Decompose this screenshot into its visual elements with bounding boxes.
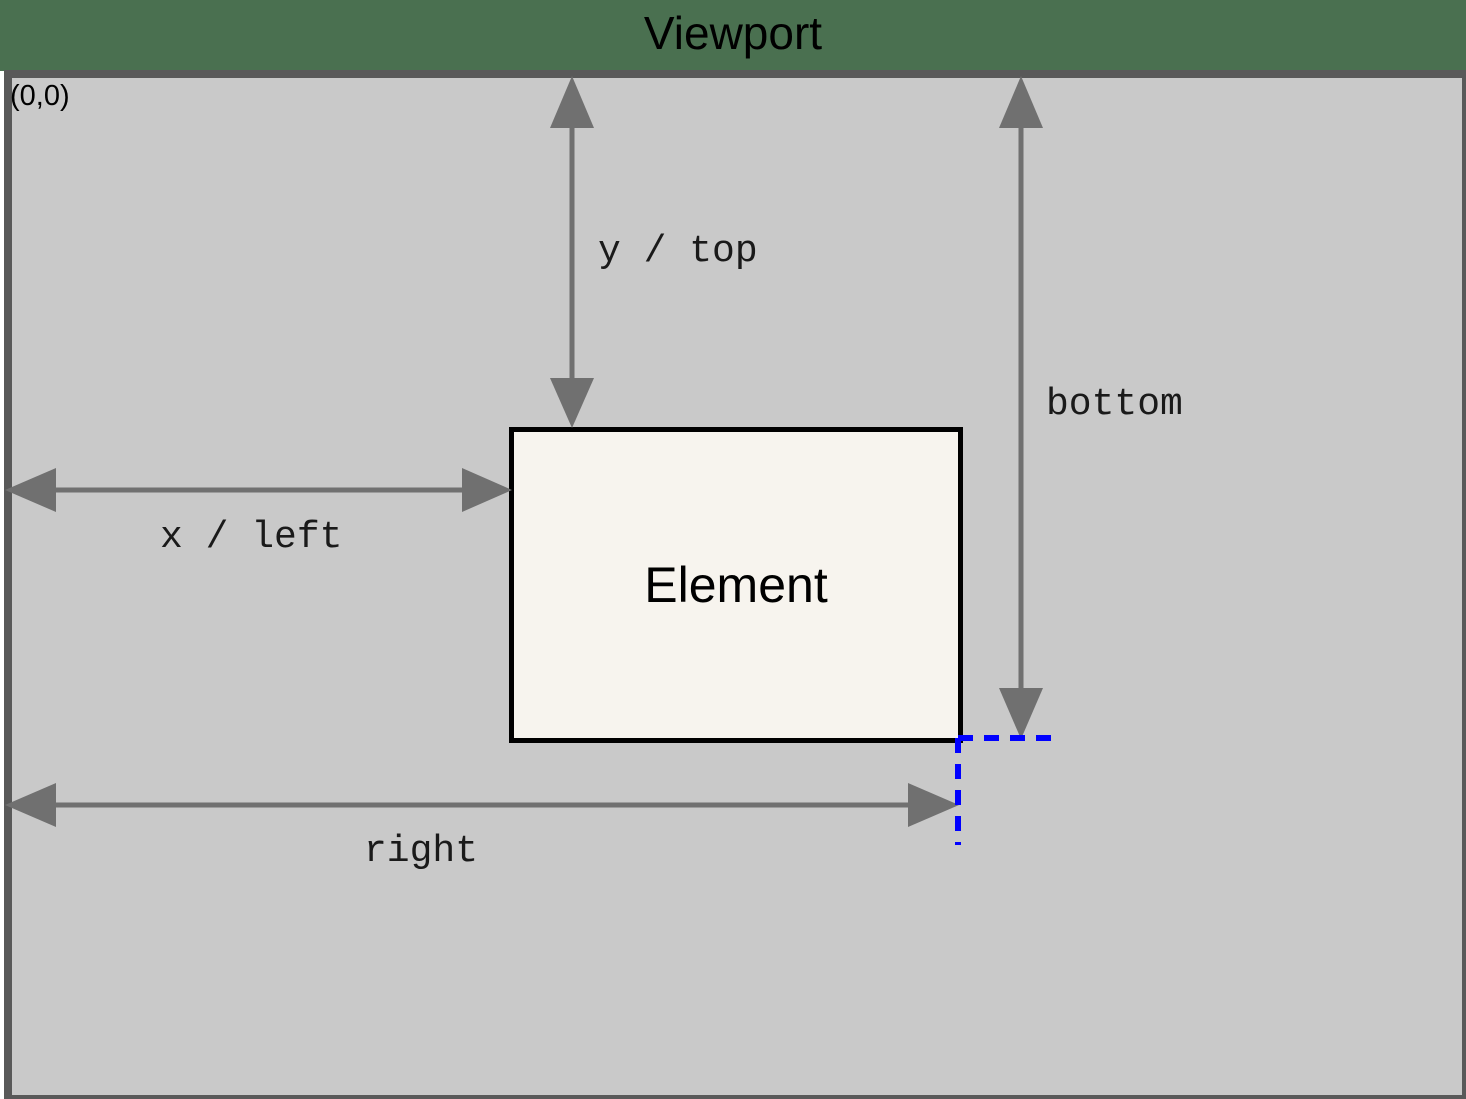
element-label: Element — [644, 557, 828, 613]
measure-label-bottom: bottom — [1046, 383, 1183, 426]
element-box — [509, 427, 963, 743]
header-band — [0, 0, 1466, 71]
page-title: Viewport — [643, 7, 823, 59]
measure-label-x-left: x / left — [160, 516, 343, 559]
measure-label-y-top: y / top — [598, 230, 758, 273]
measure-label-right: right — [364, 830, 479, 873]
origin-coordinate-label: (0,0) — [10, 80, 70, 112]
